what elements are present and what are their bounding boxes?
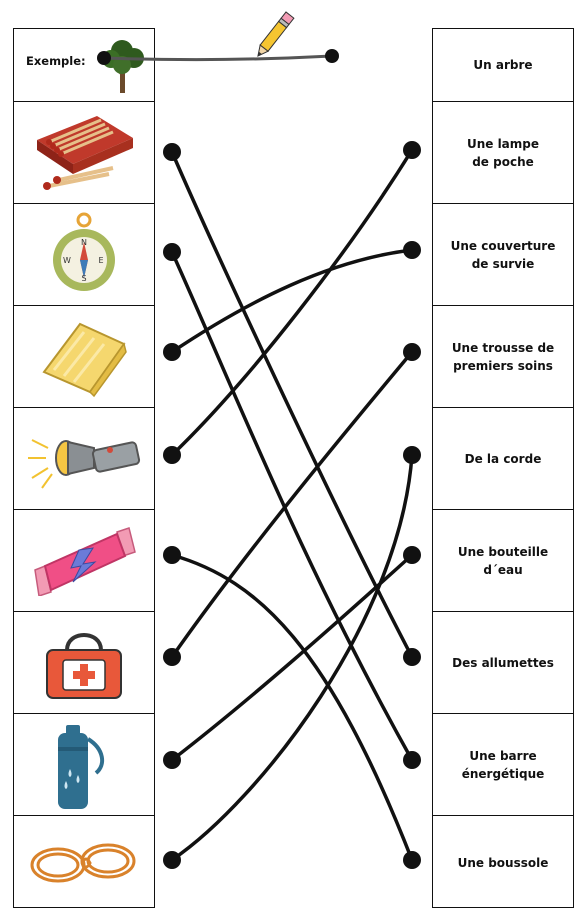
picture-column: Exemple: <box>13 28 155 908</box>
left-dot-first-aid[interactable] <box>163 648 181 666</box>
pencil-icon <box>257 11 295 57</box>
word-cell: Une trousse de premiers soins <box>433 306 573 408</box>
rope-icon <box>30 843 136 882</box>
picture-cell-matches <box>14 102 154 204</box>
word-cell: Une lampe de poche <box>433 102 573 204</box>
matchbox-icon <box>37 116 133 190</box>
word-cell: Une barre énergétique <box>433 714 573 816</box>
energy-bar-icon <box>34 526 136 596</box>
word-corde: De la corde <box>464 451 542 466</box>
left-dot-flashlight[interactable] <box>163 446 181 464</box>
word-un-arbre: Un arbre <box>473 58 533 72</box>
picture-cell-compass: N S W E <box>14 204 154 306</box>
example-cell: Exemple: <box>14 29 154 102</box>
picture-cell-energy-bar <box>14 510 154 612</box>
word-trousse-premiers-soins: Une trousse de premiers soins <box>451 340 555 373</box>
word-boussole: Une boussole <box>457 855 549 870</box>
left-dot-matches[interactable] <box>163 143 181 161</box>
word-cell: Un arbre <box>433 29 573 102</box>
left-dot-rope[interactable] <box>163 851 181 869</box>
line-first-aid-to-trousse <box>170 350 414 659</box>
line-rope-to-corde <box>170 453 414 862</box>
word-allumettes: Des allumettes <box>452 655 554 670</box>
line-blanket-to-couverture <box>170 248 414 354</box>
example-dot-right <box>325 49 339 63</box>
word-cell: Une boussole <box>433 816 573 909</box>
picture-cell-flashlight <box>14 408 154 510</box>
compass-letter-w: W <box>63 256 71 265</box>
line-matches-to-allumettes <box>170 150 414 659</box>
right-dot-couverture[interactable] <box>403 241 421 259</box>
flashlight-icon <box>28 438 141 489</box>
word-couverture-de-survie: Une couverture de survie <box>450 238 556 271</box>
picture-cell-rope <box>14 816 154 909</box>
word-cell: Une couverture de survie <box>433 204 573 306</box>
line-bottle-to-bouteille <box>170 553 414 762</box>
water-bottle-icon <box>58 724 105 809</box>
first-aid-kit-icon <box>46 633 122 699</box>
word-column: Un arbre Une lampe de poche Une couvertu… <box>432 28 574 908</box>
tree-icon <box>102 40 144 93</box>
compass-icon: N S W E <box>53 212 115 291</box>
word-cell: De la corde <box>433 408 573 510</box>
picture-cell-water-bottle <box>14 714 154 816</box>
line-compass-to-boussole <box>170 250 414 762</box>
picture-cell-blanket <box>14 306 154 408</box>
right-dot-barre[interactable] <box>403 751 421 769</box>
word-lampe-de-poche: Une lampe de poche <box>466 136 540 169</box>
word-cell: Des allumettes <box>433 612 573 714</box>
compass-letter-s: S <box>81 274 86 283</box>
right-dot-boussole[interactable] <box>403 851 421 869</box>
left-dot-energy-bar[interactable] <box>163 546 181 564</box>
left-dot-compass[interactable] <box>163 243 181 261</box>
left-dot-water-bottle[interactable] <box>163 751 181 769</box>
picture-cell-first-aid <box>14 612 154 714</box>
emergency-blanket-icon <box>42 322 127 398</box>
right-dot-bouteille[interactable] <box>403 546 421 564</box>
word-cell: Une bouteille d´eau <box>433 510 573 612</box>
right-dot-trousse[interactable] <box>403 343 421 361</box>
example-label: Exemple: <box>26 54 86 68</box>
compass-letter-e: E <box>98 256 103 265</box>
line-energy-bar-to-barre <box>170 553 414 862</box>
word-bouteille-eau: Une bouteille d´eau <box>457 544 549 577</box>
compass-letter-n: N <box>81 238 87 247</box>
word-barre-energetique: Une barre énergétique <box>461 748 545 781</box>
right-dot-lampe[interactable] <box>403 141 421 159</box>
left-dot-blanket[interactable] <box>163 343 181 361</box>
right-dot-corde[interactable] <box>403 446 421 464</box>
right-dot-allumettes[interactable] <box>403 648 421 666</box>
line-flashlight-to-lampe <box>170 148 414 457</box>
